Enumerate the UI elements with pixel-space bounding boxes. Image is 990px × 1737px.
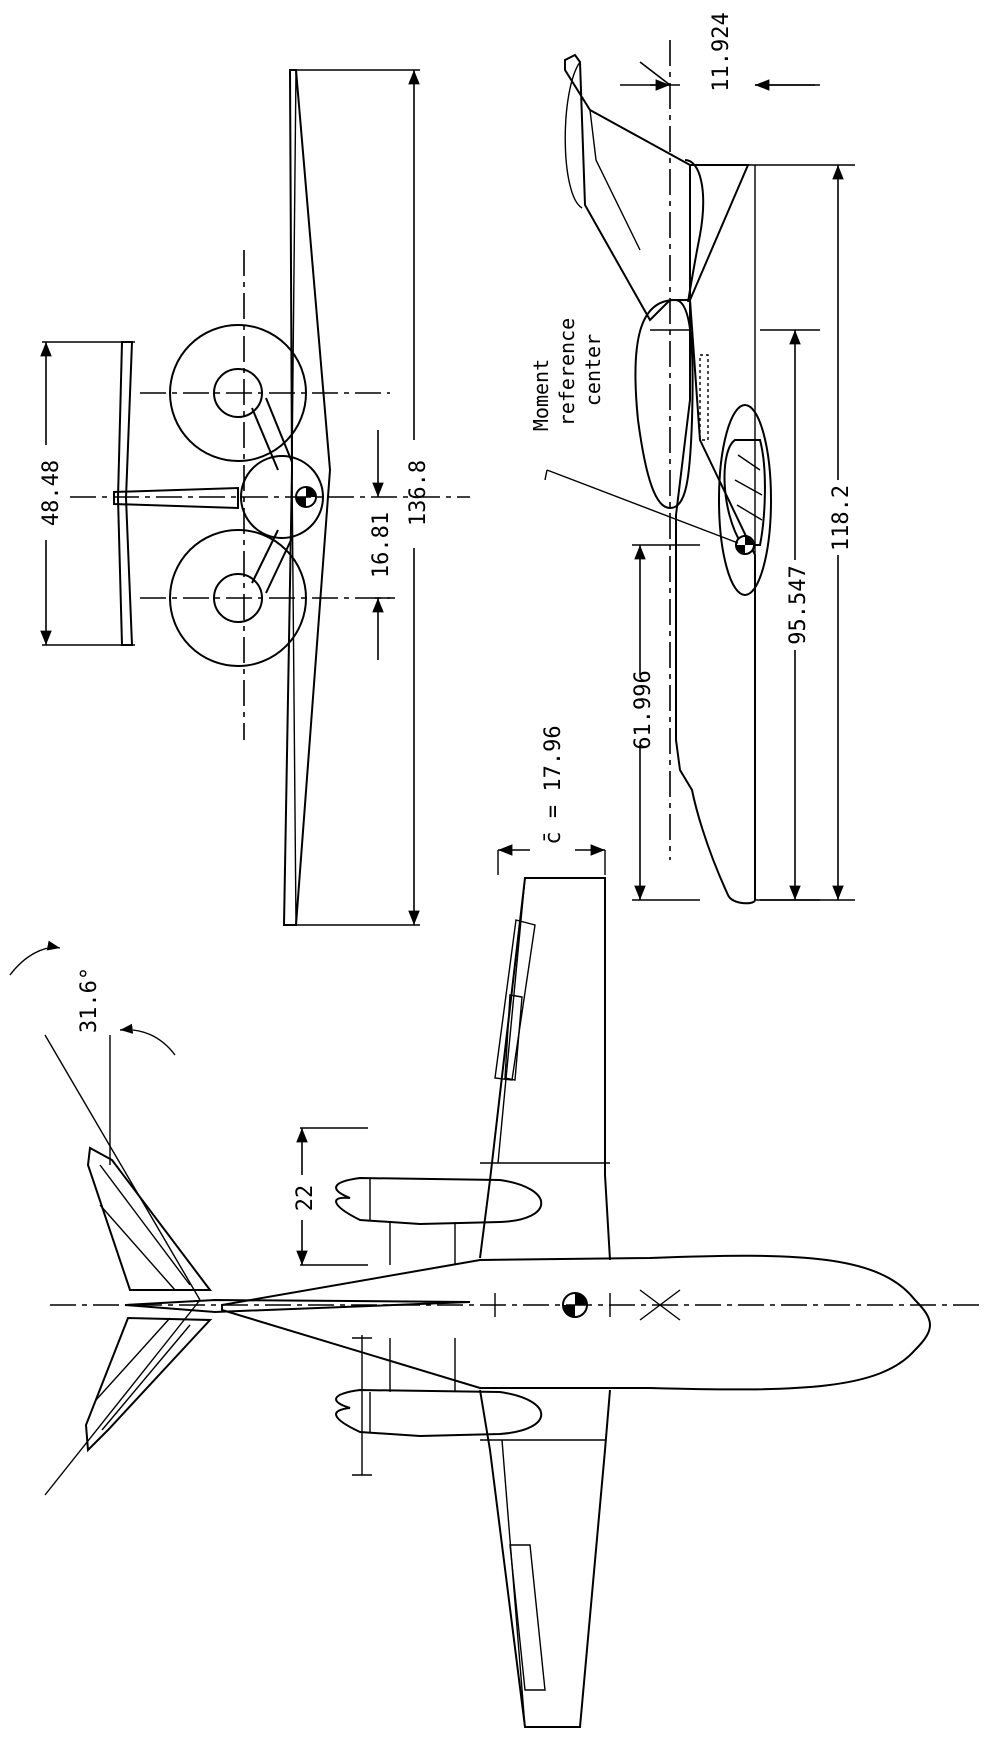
- plan-view: [9, 844, 985, 1728]
- plan-view-tail-lower: [84, 1316, 213, 1453]
- label-nacelle-length: 22: [293, 1185, 318, 1212]
- front-view-fuselage: [240, 455, 324, 539]
- labels: 48.48 136.8 16.81 11.924 61.996 95.547 1…: [39, 12, 854, 1211]
- plan-view-engine-upper: [335, 1176, 543, 1226]
- side-view-engine-nacelle: [634, 298, 694, 510]
- label-sweep-angle: 31.6°: [77, 967, 102, 1033]
- label-tail-span: 48.48: [39, 460, 64, 526]
- plan-view-wing-upper: [479, 877, 611, 1261]
- label-mrc-line3: center: [581, 334, 605, 406]
- label-tail-height: 11.924: [709, 12, 734, 91]
- label-mean-chord: c̄ = 17.96: [541, 725, 566, 844]
- label-mrc-line1: Moment: [529, 359, 553, 431]
- label-span: 136.8: [406, 460, 431, 526]
- label-length-mrc: 61.996: [631, 670, 656, 749]
- label-overall-length: 118.2: [829, 485, 854, 551]
- label-mrc-line2: reference: [555, 318, 579, 426]
- front-view-tail: [116, 341, 134, 646]
- plan-view-fuselage: [221, 1254, 931, 1391]
- side-view-fuselage: [675, 164, 756, 905]
- label-nacelle-offset: 16.81: [369, 512, 394, 578]
- side-view-vertical-tail: [564, 53, 691, 322]
- front-view: [40, 69, 470, 926]
- side-view-mrc-symbol: [735, 535, 755, 555]
- side-view: [544, 40, 855, 905]
- plan-view-engine-lower: [335, 1388, 543, 1438]
- plan-view-tail-upper: [86, 1146, 213, 1291]
- label-length-95: 95.547: [786, 565, 811, 644]
